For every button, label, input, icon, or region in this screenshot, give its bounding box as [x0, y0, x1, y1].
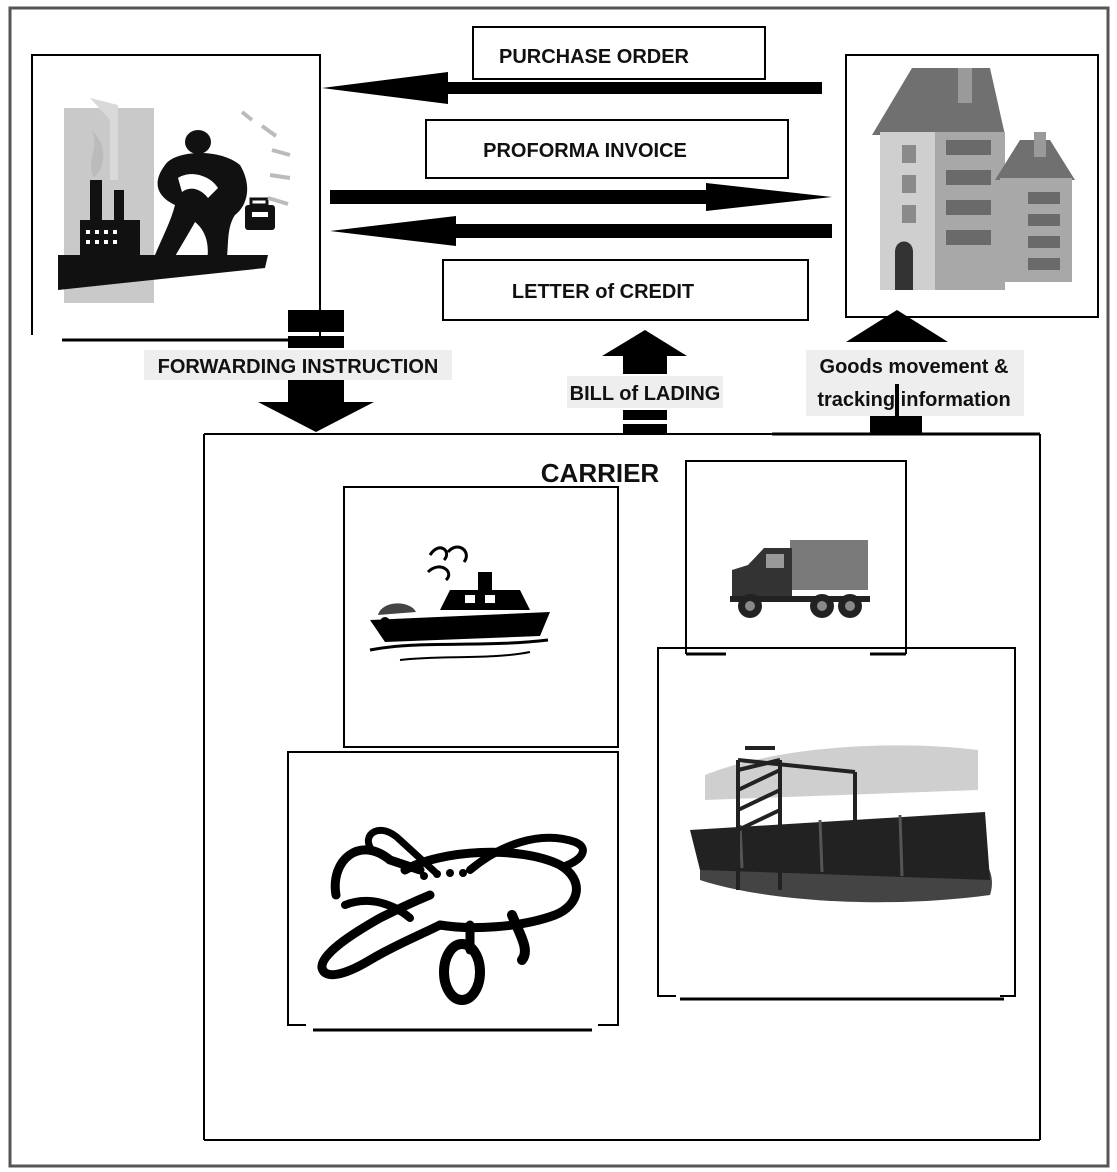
letter-of-credit-box: [442, 259, 809, 321]
proforma-invoice-label: PROFORMA INVOICE: [483, 140, 687, 162]
airplane-icon: [317, 826, 587, 1005]
proforma-invoice-arrow: [330, 183, 832, 211]
proforma-invoice-box: [425, 119, 789, 179]
carrier-label: CARRIER: [541, 458, 660, 488]
ship-icon: [369, 545, 550, 661]
plane-box: [287, 751, 619, 1032]
purchase-order-box: [472, 26, 766, 80]
goods-movement-label-line2: tracking information: [817, 389, 1010, 411]
truck-box: [685, 460, 907, 656]
manufacturer-box: [31, 54, 325, 342]
airplane-windows: [420, 869, 467, 880]
letter-of-credit-label: LETTER of CREDIT: [512, 281, 694, 303]
bill-of-lading-label-bg: [567, 376, 723, 408]
train-icon: [690, 745, 992, 903]
forwarding-instruction-label: FORWARDING INSTRUCTION: [158, 356, 439, 378]
buyer-box: [845, 54, 1099, 318]
bill-of-lading-arrow: [602, 330, 687, 434]
train-box: [657, 647, 1016, 1001]
purchase-order-label: PURCHASE ORDER: [499, 46, 690, 68]
outer-frame: [8, 6, 1110, 1168]
purchase-order-arrow: [322, 72, 822, 104]
bill-of-lading-label: BILL of LADING: [570, 383, 721, 405]
carrier-box: [203, 432, 1041, 1141]
goods-movement-arrow: [846, 310, 948, 434]
goods-label-bg: [806, 350, 1024, 416]
buyer-building-icon: [872, 68, 1075, 290]
goods-movement-label-line1: Goods movement &: [820, 356, 1009, 378]
truck-icon: [730, 540, 870, 618]
forwarding-label-bg: [144, 350, 452, 380]
letter-of-credit-arrow: [330, 216, 832, 246]
forwarding-instruction-arrow: [258, 310, 374, 432]
factory-worker-icon: [58, 98, 291, 303]
